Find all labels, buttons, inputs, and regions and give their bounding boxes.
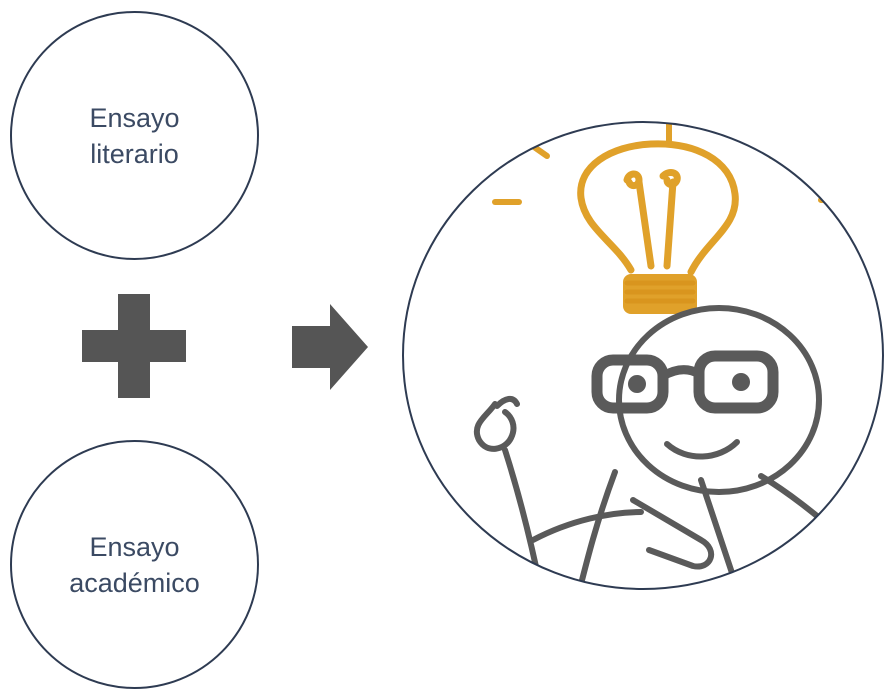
lightbulb-base-icon <box>623 274 697 314</box>
concept-circle-academic: Ensayo académico <box>10 440 259 689</box>
lightbulb-icon <box>577 140 739 276</box>
concept-label-literary: Ensayo literario <box>89 102 180 169</box>
concept-circle-literary: Ensayo literario <box>10 11 259 260</box>
concept-label-academic: Ensayo académico <box>69 531 200 598</box>
plus-icon <box>82 294 186 398</box>
right-arrow-icon <box>292 304 368 390</box>
idea-illustration-circle <box>402 121 884 590</box>
